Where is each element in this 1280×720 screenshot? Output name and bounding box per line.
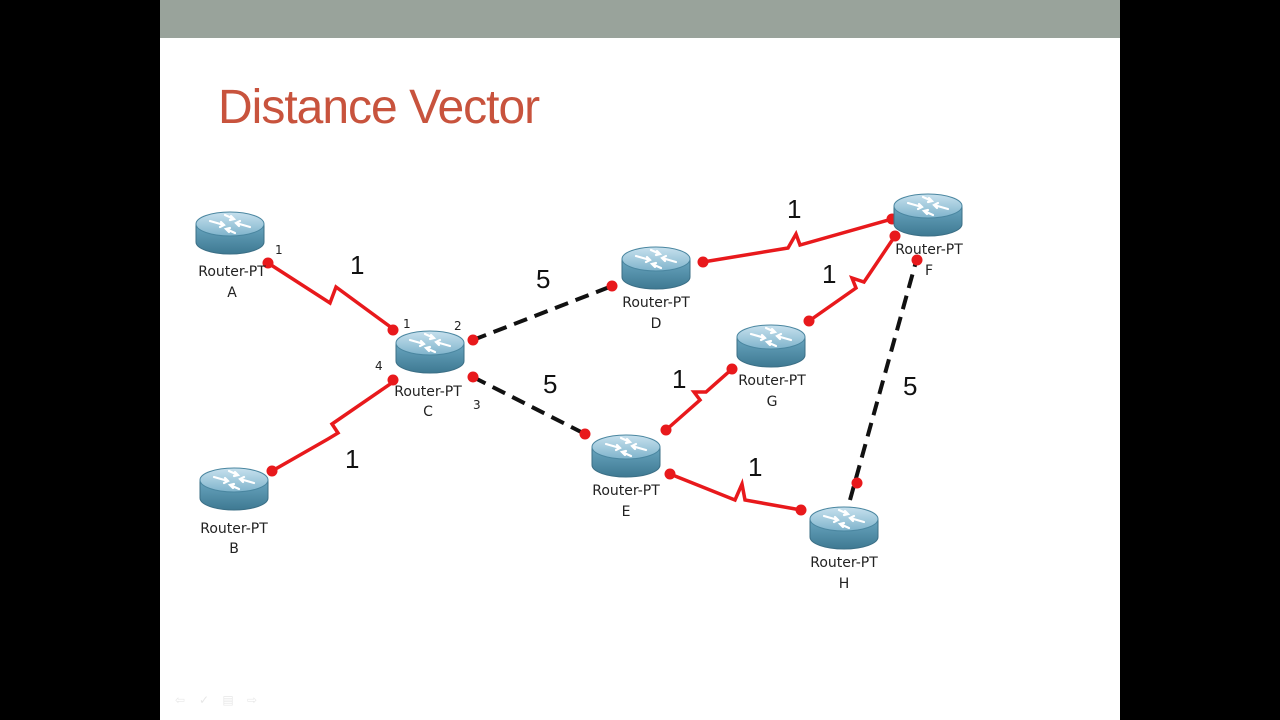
router-a[interactable]: Router-PT A (194, 210, 266, 301)
forward-icon[interactable]: ⇨ (246, 693, 258, 707)
link-g-f (807, 235, 897, 323)
router-b[interactable]: Router-PT B (198, 466, 270, 557)
cost-c-d: 5 (536, 264, 550, 294)
link-costs: 1 1 5 5 1 1 1 1 5 (345, 194, 917, 482)
port-a-1: 1 (275, 243, 283, 257)
cost-b-c: 1 (345, 444, 359, 474)
router-icon (892, 192, 964, 238)
router-icon (808, 505, 880, 551)
router-name-label: C (423, 404, 433, 420)
router-model-label: Router-PT (738, 373, 806, 389)
router-c[interactable]: Router-PT C (394, 329, 466, 420)
router-name-label: F (925, 263, 933, 279)
router-model-label: Router-PT (895, 242, 963, 258)
link-c-d (472, 284, 613, 342)
router-icon (194, 210, 266, 256)
router-icon (735, 323, 807, 369)
slide-title: Distance Vector (218, 81, 540, 134)
router-name-label: H (839, 576, 850, 592)
port-numbers: 1 1 2 3 4 (275, 243, 481, 412)
router-model-label: Router-PT (622, 295, 690, 311)
link-d-f (702, 217, 893, 264)
router-model-label: Router-PT (198, 264, 266, 280)
slide-top-bar (160, 0, 1120, 38)
port-c-4: 4 (375, 359, 383, 373)
link-a-c (267, 261, 398, 333)
router-icon (620, 245, 692, 291)
cost-e-g: 1 (672, 364, 686, 394)
slide: Distance Vector (160, 0, 1120, 720)
router-h[interactable]: Router-PT H (808, 505, 880, 592)
cost-a-c: 1 (350, 250, 364, 280)
router-model-label: Router-PT (200, 521, 268, 537)
router-g[interactable]: Router-PT G (735, 323, 807, 410)
cost-c-e: 5 (543, 369, 557, 399)
router-name-label: E (622, 504, 631, 520)
link-c-e (472, 375, 586, 436)
router-e[interactable]: Router-PT E (590, 433, 662, 520)
link-h-f (848, 257, 919, 501)
router-name-label: B (229, 541, 239, 557)
router-name-label: D (651, 316, 662, 332)
router-icon (394, 329, 466, 375)
link-e-g (664, 367, 734, 432)
router-name-label: G (767, 394, 778, 410)
pen-icon[interactable]: ✓ (198, 693, 210, 707)
port-c-2: 2 (454, 319, 462, 333)
router-model-label: Router-PT (592, 483, 660, 499)
router-icon (590, 433, 662, 479)
back-icon[interactable]: ⇦ (174, 693, 186, 707)
cost-d-f: 1 (787, 194, 801, 224)
port-c-1: 1 (403, 317, 411, 331)
cost-e-h: 1 (748, 452, 762, 482)
slides-icon[interactable]: ▤ (222, 693, 234, 707)
link-e-h (669, 472, 802, 512)
cost-h-f: 5 (903, 371, 917, 401)
router-f[interactable]: Router-PT F (892, 192, 964, 279)
router-name-label: A (227, 285, 237, 301)
router-icon (198, 466, 270, 512)
router-model-label: Router-PT (394, 384, 462, 400)
links (267, 217, 919, 512)
cost-g-f: 1 (822, 259, 836, 289)
slide-controls: ⇦ ✓ ▤ ⇨ (172, 694, 260, 710)
network-diagram: 1 1 5 5 1 1 1 1 5 1 1 2 3 4 Router-PT A … (194, 192, 964, 592)
router-d[interactable]: Router-PT D (620, 245, 692, 332)
port-c-3: 3 (473, 398, 481, 412)
router-model-label: Router-PT (810, 555, 878, 571)
link-b-c (271, 378, 397, 473)
